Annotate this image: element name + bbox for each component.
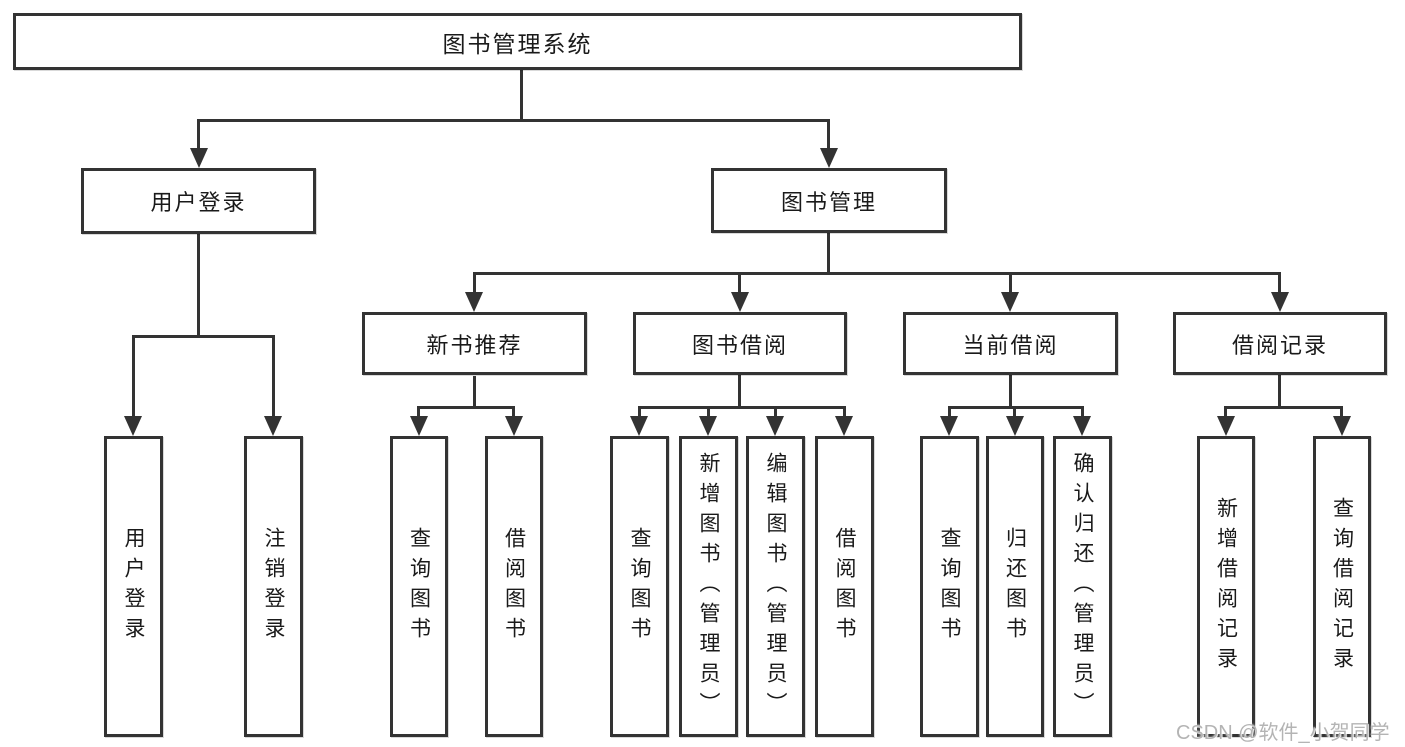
drop-line-current-query [948,409,951,416]
arrowhead-records-query [1333,416,1351,436]
node-root-label: 图书管理系统 [442,30,593,57]
drop-line-records-add [1224,409,1227,416]
node-borrow-label: 图书借阅 [691,332,788,358]
node-current-label: 当前借阅 [962,332,1059,358]
node-borrow: 图书借阅 [633,312,847,375]
arrowhead-borrow-borrow [835,416,853,436]
arrowhead-borrow-add [699,416,717,436]
connector-current-stem [1009,375,1012,409]
leaf-logout: 注销登录 [244,436,303,737]
node-root: 图书管理系统 [13,13,1022,70]
arrowhead-leaf-logout [264,416,282,436]
drop-line-borrow-borrow [843,409,846,416]
arrowhead-borrow-query [630,416,648,436]
leaf-borrow-query-books-label: 查询图书 [628,526,651,647]
leaf-borrow-edit-books-label: 编辑图书（管理员） [764,451,787,722]
csdn-watermark: CSDN @软件_小贺同学 [1176,722,1390,744]
node-user-login: 用户登录 [81,168,316,234]
leaf-user-login: 用户登录 [104,436,163,737]
connector-current-bus [948,406,1084,409]
drop-line-borrow [738,275,741,292]
arrowhead-current-return [1006,416,1024,436]
connector-records-bus [1224,406,1343,409]
node-current: 当前借阅 [903,312,1118,375]
leaf-rec-query-books-label: 查询图书 [407,526,431,647]
connector-book-mgmt-stem [827,233,830,275]
node-user-login-label: 用户登录 [150,190,247,215]
leaf-current-confirm-return: 确认归还（管理员） [1053,436,1112,737]
leaf-user-login-label: 用户登录 [122,526,145,647]
drop-line-user-login [197,122,200,148]
drop-line-current [1009,275,1012,292]
arrowhead-records [1271,292,1289,312]
arrowhead-book-mgmt [820,148,838,168]
drop-line-borrow-add [707,409,710,416]
drop-line-rec-borrow [512,409,515,416]
leaf-rec-borrow-books-label: 借阅图书 [502,526,526,647]
node-book-mgmt: 图书管理 [711,168,947,233]
leaf-borrow-add-books: 新增图书（管理员） [679,436,738,737]
connector-records-stem [1278,375,1281,409]
node-records: 借阅记录 [1173,312,1387,375]
leaf-rec-query-books: 查询图书 [390,436,448,737]
leaf-records-query-record-label: 查询借阅记录 [1330,496,1354,677]
arrowhead-borrow-edit [766,416,784,436]
leaf-borrow-edit-books: 编辑图书（管理员） [746,436,805,737]
leaf-borrow-borrow-books-label: 借阅图书 [833,526,856,647]
drop-line-borrow-query [638,409,641,416]
connector-user-login-bus [132,335,275,338]
leaf-borrow-borrow-books: 借阅图书 [815,436,874,737]
connector-level3-bus [473,272,1281,275]
drop-line-leaf-logout [272,338,275,416]
arrowhead-current-query [940,416,958,436]
connector-level2-bus [197,119,830,122]
drop-line-leaf-user-login [132,338,135,416]
connector-root-stem [520,70,523,119]
drop-line-book-mgmt [827,122,830,148]
arrowhead-rec-query [410,416,428,436]
arrowhead-borrow [731,292,749,312]
connector-new-rec-stem [473,376,476,409]
arrowhead-records-add [1217,416,1235,436]
node-new-rec-label: 新书推荐 [426,332,523,358]
node-new-rec: 新书推荐 [362,312,587,375]
arrowhead-current [1001,292,1019,312]
connector-user-login-stem [197,234,200,338]
leaf-records-add-record-label: 新增借阅记录 [1214,496,1238,677]
drop-line-current-confirm [1081,409,1084,416]
leaf-records-add-record: 新增借阅记录 [1197,436,1255,737]
leaf-borrow-add-books-label: 新增图书（管理员） [697,451,720,722]
drop-line-borrow-edit [774,409,777,416]
leaf-rec-borrow-books: 借阅图书 [485,436,543,737]
leaf-current-query-books: 查询图书 [920,436,979,737]
connector-new-rec-bus [417,406,515,409]
drop-line-records-query [1340,409,1343,416]
arrowhead-user-login [190,148,208,168]
arrowhead-current-confirm [1073,416,1091,436]
drop-line-current-return [1013,409,1016,416]
connector-borrow-stem [738,375,741,409]
drop-line-records [1278,275,1281,292]
leaf-records-query-record: 查询借阅记录 [1313,436,1371,737]
arrowhead-new-rec [465,292,483,312]
leaf-current-confirm-return-label: 确认归还（管理员） [1071,451,1094,722]
arrowhead-leaf-user-login [124,416,142,436]
leaf-current-query-books-label: 查询图书 [938,526,961,647]
leaf-borrow-query-books: 查询图书 [610,436,669,737]
leaf-logout-label: 注销登录 [262,526,285,647]
leaf-current-return-books: 归还图书 [986,436,1044,737]
drop-line-rec-query [417,409,420,416]
leaf-current-return-books-label: 归还图书 [1003,526,1027,647]
node-book-mgmt-label: 图书管理 [780,189,877,215]
node-records-label: 借阅记录 [1231,332,1328,358]
arrowhead-rec-borrow [505,416,523,436]
connector-borrow-bus [638,406,846,409]
drop-line-new-rec [473,275,476,292]
